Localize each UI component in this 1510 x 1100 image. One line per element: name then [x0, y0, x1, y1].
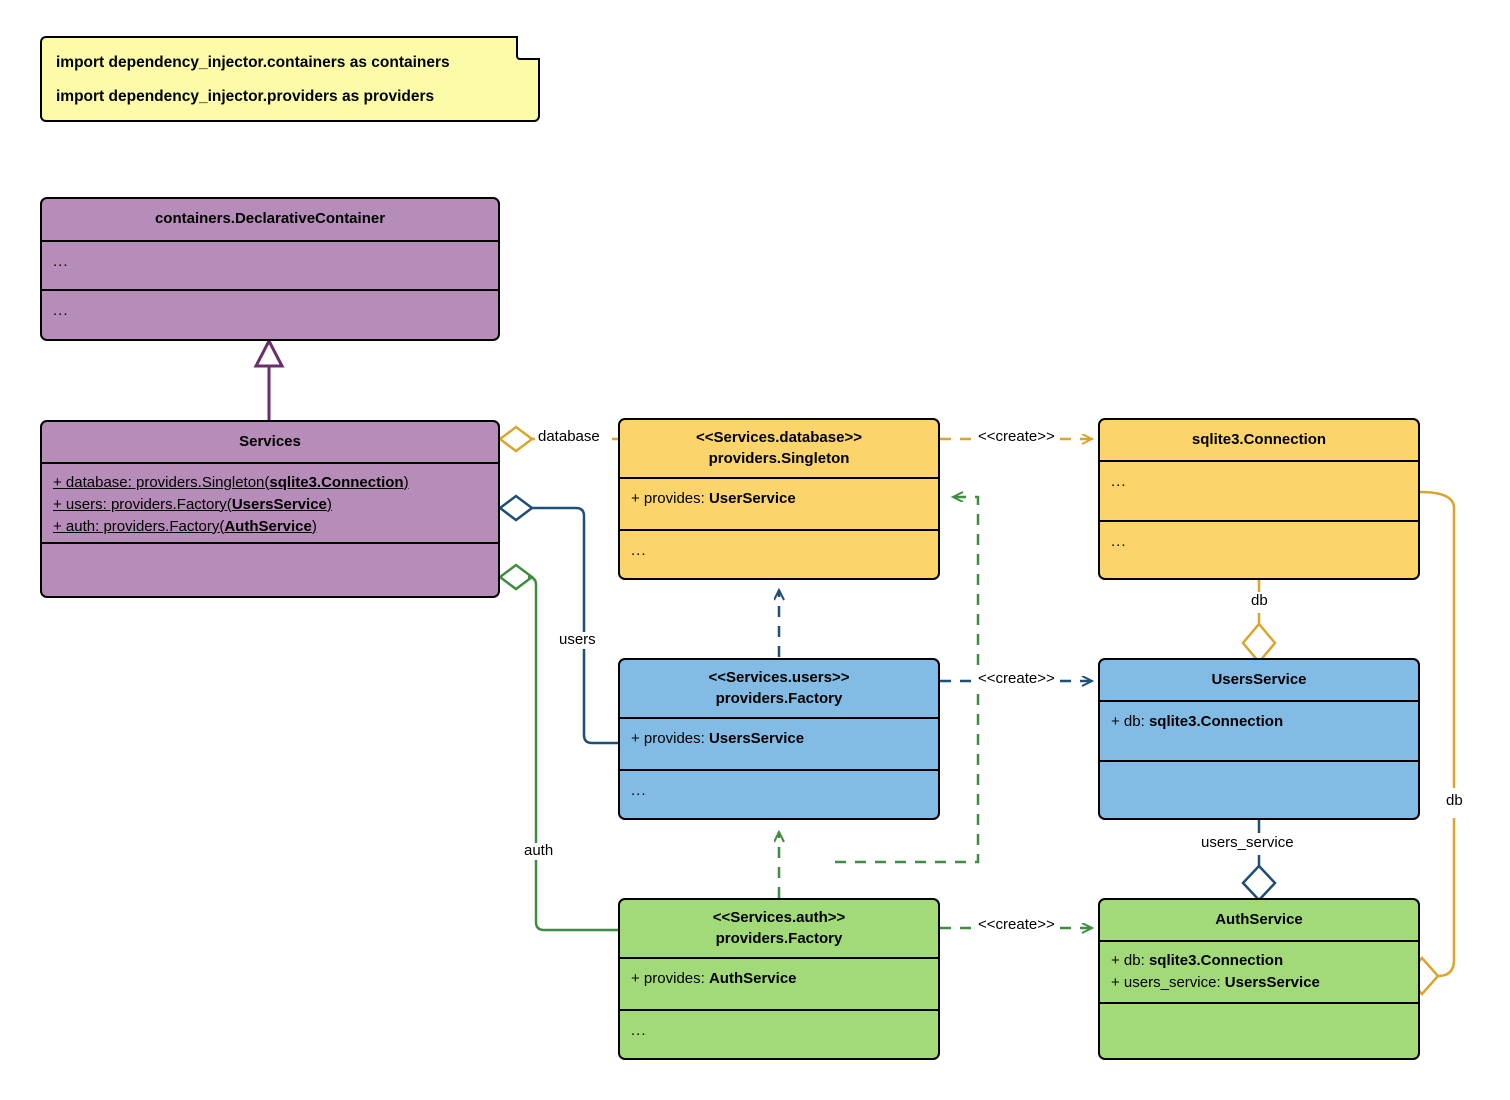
class-title-declarative-container: containers.DeclarativeContainer — [154, 210, 386, 228]
note-line-1: import dependency_injector.containers as… — [56, 54, 450, 71]
edge-label-auth: auth — [521, 842, 557, 860]
attributes-users-service: + db: sqlite3.Connection — [1100, 700, 1418, 760]
methods-services — [42, 542, 498, 596]
class-title-services: Services — [239, 432, 301, 450]
edge-users-aggregation — [497, 494, 618, 745]
attribute-users: + users: providers.Factory(UsersService) — [53, 495, 332, 513]
attribute-auth: + auth: providers.Factory(AuthService) — [53, 517, 317, 535]
edge-label-db-users: db — [1248, 592, 1271, 610]
attributes-auth-provider: + provides: AuthService — [620, 957, 938, 1009]
methods-declarative-container: ... — [42, 289, 498, 339]
methods-database-provider: ... — [620, 529, 938, 578]
class-services[interactable]: Services + database: providers.Singleton… — [40, 420, 500, 598]
attributes-users-provider: + provides: UsersService — [620, 717, 938, 769]
methods-users-provider: ... — [620, 769, 938, 818]
edge-label-db-auth: db — [1443, 792, 1466, 810]
class-title-users-provider: <<Services.users>> providers.Factory — [620, 660, 938, 717]
note-line-2: import dependency_injector.providers as … — [56, 88, 435, 106]
attributes-sqlite3-connection: ... — [1100, 460, 1418, 520]
methods-auth-service — [1100, 1002, 1418, 1058]
edge-label-database: database — [535, 428, 603, 446]
note-fold-icon — [516, 36, 540, 60]
class-users-provider[interactable]: <<Services.users>> providers.Factory + p… — [618, 658, 940, 820]
class-users-service[interactable]: UsersService + db: sqlite3.Connection — [1098, 658, 1420, 820]
class-title-auth-provider: <<Services.auth>> providers.Factory — [620, 900, 938, 957]
class-title-users-service: UsersService — [1211, 670, 1307, 688]
attribute-auth-db: + db: sqlite3.Connection — [1111, 952, 1284, 969]
attributes-services: + database: providers.Singleton(sqlite3.… — [42, 462, 498, 542]
attributes-declarative-container: ... — [42, 240, 498, 289]
stereotype-users-provider: <<Services.users>> — [708, 669, 850, 687]
edge-usersservice-authservice — [1241, 820, 1277, 902]
methods-auth-provider: ... — [620, 1009, 938, 1058]
name-auth-provider: providers.Factory — [715, 929, 843, 947]
edge-label-create-database: <<create>> — [975, 428, 1058, 446]
class-title-sqlite3-connection: sqlite3.Connection — [1191, 430, 1327, 448]
edge-label-users: users — [556, 631, 599, 649]
edge-inheritance — [253, 337, 285, 420]
class-declarative-container[interactable]: containers.DeclarativeContainer ... ... — [40, 197, 500, 341]
attributes-auth-service: + db: sqlite3.Connection + users_service… — [1100, 940, 1418, 1002]
methods-users-service — [1100, 760, 1418, 818]
edge-auth-aggregation — [497, 563, 618, 932]
class-auth-service[interactable]: AuthService + db: sqlite3.Connection + u… — [1098, 898, 1420, 1060]
class-title-database-provider: <<Services.database>> providers.Singleto… — [620, 420, 938, 477]
class-auth-provider[interactable]: <<Services.auth>> providers.Factory + pr… — [618, 898, 940, 1060]
attribute-database: + database: providers.Singleton(sqlite3.… — [53, 474, 409, 491]
stereotype-database-provider: <<Services.database>> — [696, 429, 862, 447]
methods-sqlite3-connection: ... — [1100, 520, 1418, 578]
class-title-auth-service: AuthService — [1215, 910, 1303, 928]
attribute-auth-users-service: + users_service: UsersService — [1111, 973, 1320, 991]
edge-label-users-service: users_service — [1198, 834, 1297, 852]
import-note: import dependency_injector.containers as… — [40, 36, 540, 122]
class-database-provider[interactable]: <<Services.database>> providers.Singleto… — [618, 418, 940, 580]
edge-label-create-auth: <<create>> — [975, 916, 1058, 934]
name-database-provider: providers.Singleton — [708, 449, 850, 467]
class-sqlite3-connection[interactable]: sqlite3.Connection ... ... — [1098, 418, 1420, 580]
attributes-database-provider: + provides: UserService — [620, 477, 938, 529]
name-users-provider: providers.Factory — [715, 689, 843, 707]
edge-label-create-users: <<create>> — [975, 670, 1058, 688]
stereotype-auth-provider: <<Services.auth>> — [712, 909, 846, 927]
